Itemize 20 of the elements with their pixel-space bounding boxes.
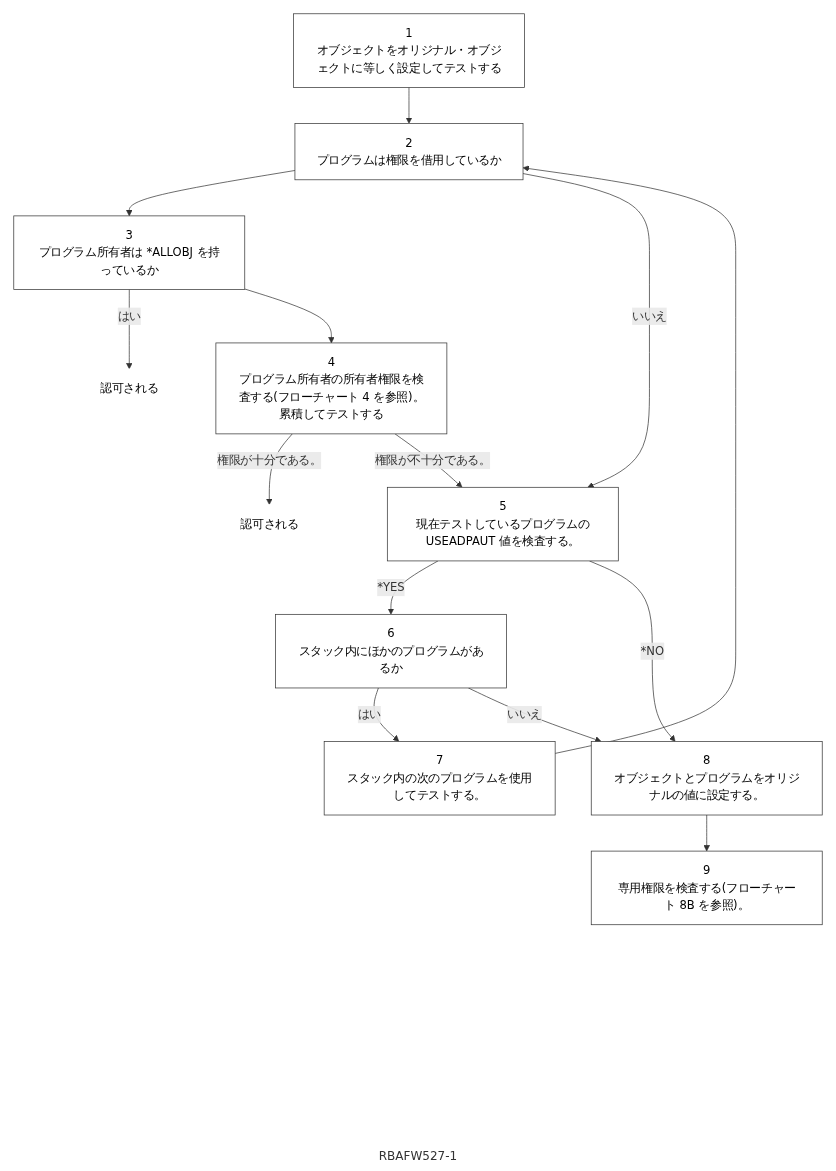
- edge-label: 権限が十分である。: [217, 453, 322, 468]
- edge-label: 権限が不十分である。: [374, 453, 491, 468]
- edge-label: いいえ: [632, 309, 667, 323]
- node-box: 9 専用権限を検査する(フローチャート 8B を参照)。: [590, 850, 823, 926]
- node-box: 4 プログラム所有者の所有者権限を検査する(フローチャート 4 を参照)。累積してテストする: [215, 342, 448, 435]
- node-box: 2 プログラムは権限を借用しているか: [294, 123, 524, 181]
- node-box: 8 オブジェクトとプログラムをオリジナルの値に設定する。: [590, 741, 823, 816]
- node-text: 認可される: [100, 381, 159, 395]
- node-box: 6 スタック内にほかのプログラムがあるか: [275, 614, 507, 689]
- figure-id: RBAFW527-1: [378, 1149, 458, 1163]
- node-box: 7 スタック内の次のプログラムを使用してテストする。: [323, 741, 556, 816]
- node-box: 5 現在テストしているプログラムのUSEADPAUT 値を検査する。: [386, 486, 619, 562]
- edge-label: *YES: [377, 580, 405, 595]
- edge-label: はい: [357, 707, 381, 722]
- edge-label: はい: [117, 309, 141, 323]
- edge-label: いいえ: [507, 707, 542, 722]
- node-box: 1 オブジェクトをオリジナル・オブジェクトに等しく設定してテストする: [293, 13, 525, 88]
- edge-label: *NO: [640, 643, 664, 658]
- node-text: 認可される: [240, 516, 299, 531]
- node-box: 3 プログラム所有者は *ALLOBJ を持っているか: [13, 215, 246, 290]
